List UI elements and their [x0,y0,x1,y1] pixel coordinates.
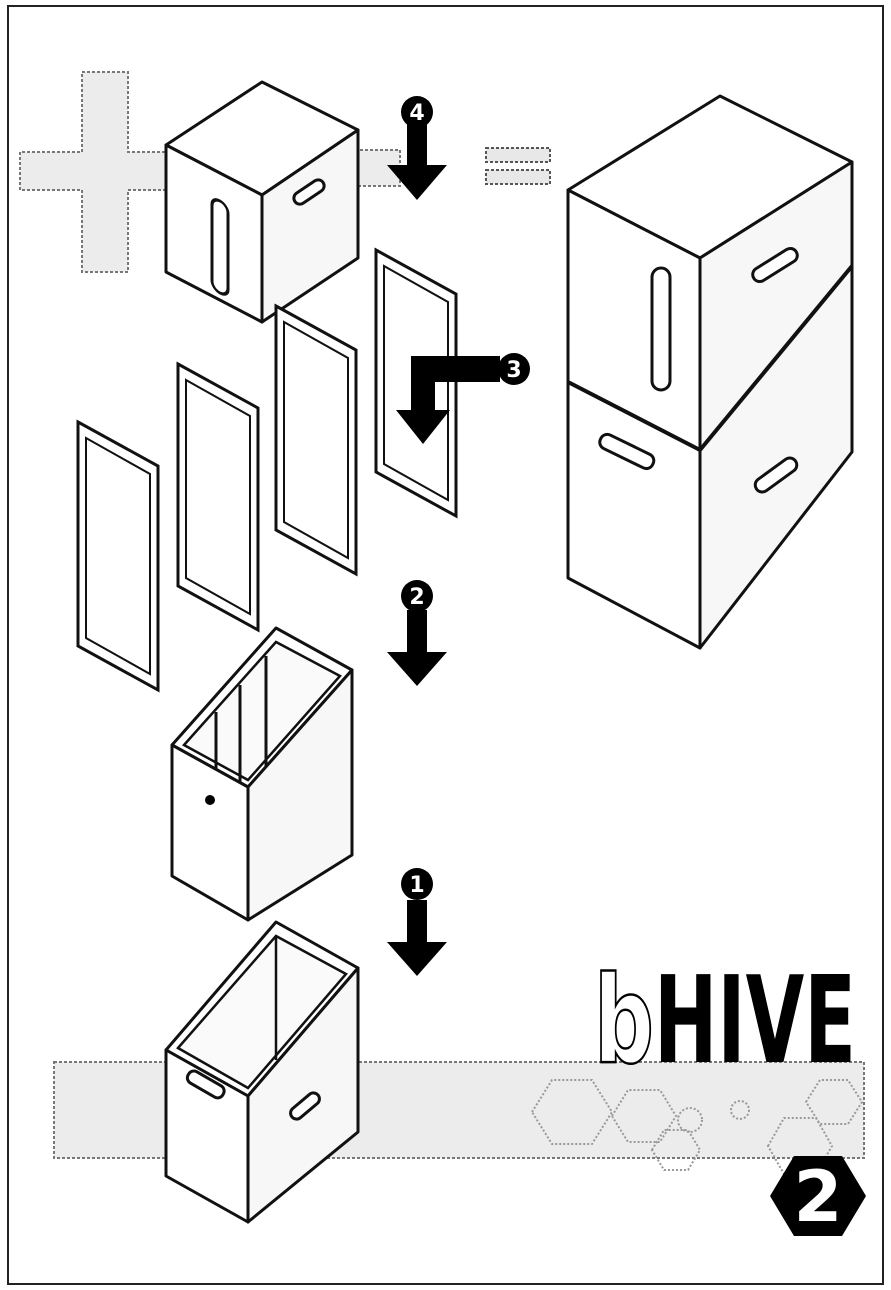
box-with-frames [170,626,354,922]
step-1-arrow: 1 [387,868,447,976]
step-3-label: 3 [506,358,521,383]
logo-title: HIVE [654,952,856,1091]
volume-badge: 2 [770,1156,866,1238]
equals-sign-icon [485,147,551,185]
step-2-label: 2 [409,585,424,610]
volume-number: 2 [794,1156,843,1238]
frame-panel-2 [176,361,260,633]
page-frame [7,5,884,1285]
bent-arrow-icon: 3 [396,353,530,444]
step-4-label: 4 [409,101,424,126]
logo-prefix: b [594,952,654,1091]
base-box [164,920,360,1224]
step-2-arrow: 2 [387,580,447,686]
assembled-hive [566,94,854,650]
step-1-label: 1 [409,873,424,898]
hive-logo: b HIVE [593,951,856,1093]
frame-panel-3 [274,303,358,577]
lid-box [164,80,360,324]
step-4-arrow: 4 [387,96,447,200]
frame-panel-1 [76,419,160,693]
